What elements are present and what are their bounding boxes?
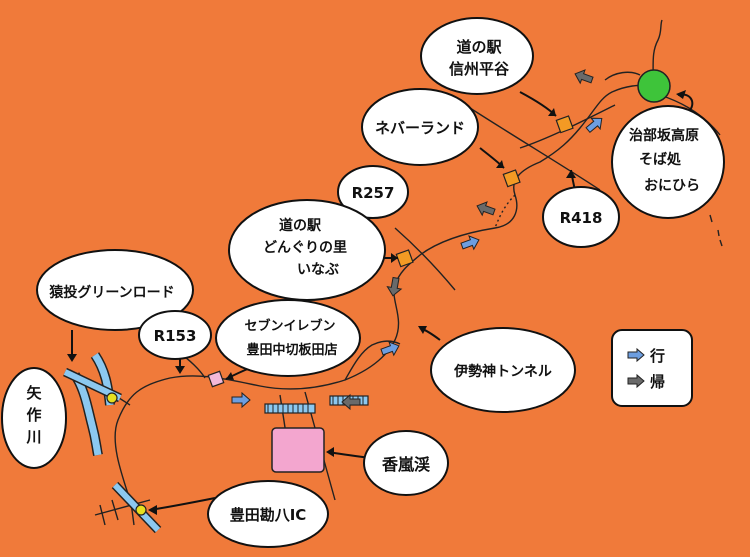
bubble-sanage-green-road: 猿投グリーンロード <box>36 249 194 331</box>
bubble-yahagi-river: 矢 作 川 <box>1 367 67 469</box>
destination-marker <box>637 69 671 103</box>
label-inabu-line2: どんぐりの里 <box>263 240 347 256</box>
label-iseigami-tunnel: 伊勢神トンネル <box>453 363 552 380</box>
return-arrow <box>476 201 496 217</box>
go-arrow <box>585 117 603 134</box>
bubble-shinshu-hiraya: 道の駅 信州平谷 <box>420 17 534 95</box>
bubble-destination: 治部坂高原 そば処 おにひら <box>611 105 725 219</box>
label-inabu-line1: 道の駅 <box>279 217 322 234</box>
label-r418: R418 <box>560 209 603 227</box>
korankei-area <box>271 427 325 473</box>
bubble-r153: R153 <box>138 310 212 360</box>
label-hiraya-line2: 信州平谷 <box>449 60 510 78</box>
label-yahagi-line2: 作 <box>26 406 41 424</box>
label-destination-line1: 治部坂高原 <box>629 127 699 144</box>
return-arrow <box>341 393 361 411</box>
legend-go-arrow <box>627 347 645 363</box>
yahagi-river <box>70 352 115 456</box>
rest-stop-hiraya-marker <box>555 115 574 134</box>
bubble-toyota-kanpachi-ic: 豊田勘八IC <box>207 480 329 548</box>
rest-stop-inabu-marker <box>395 249 414 268</box>
sanage-bridge <box>63 367 122 404</box>
label-seven-eleven-line2: 豊田中切板田店 <box>246 342 337 358</box>
label-destination-line2: そば処 <box>639 151 682 168</box>
label-neverland: ネバーランド <box>375 119 465 137</box>
bubble-neverland: ネバーランド <box>361 88 479 166</box>
legend-return-label: 帰 <box>650 373 665 391</box>
direction-arrows <box>231 69 603 411</box>
label-korankei: 香嵐渓 <box>381 455 431 474</box>
label-inabu-line3: いなぶ <box>297 262 339 278</box>
label-sanage-green-road: 猿投グリーンロード <box>48 284 174 301</box>
label-r257: R257 <box>352 184 395 202</box>
go-arrow <box>460 235 480 251</box>
rest-stop-neverland-marker <box>502 169 521 188</box>
bubble-r257: R257 <box>337 165 409 219</box>
bubble-inabu: 道の駅 どんぐりの里 いなぶ <box>228 199 386 301</box>
label-yahagi-line1: 矢 <box>26 384 42 402</box>
legend-return-arrow <box>627 373 645 389</box>
bubble-iseigami-tunnel: 伊勢神トンネル <box>430 327 576 413</box>
go-arrow <box>231 391 251 409</box>
callout-pointer-heads <box>67 90 686 515</box>
ic-marker <box>135 504 147 516</box>
label-destination-line3: おにひら <box>644 178 700 194</box>
bubble-r418: R418 <box>542 186 620 248</box>
label-r153: R153 <box>154 327 197 345</box>
return-arrow <box>386 276 403 297</box>
label-yahagi-line3: 川 <box>25 428 41 446</box>
ic-overpass <box>111 481 162 534</box>
return-arrow <box>574 69 594 85</box>
bubble-korankei: 香嵐渓 <box>363 430 449 496</box>
legend-go-label: 行 <box>649 347 665 365</box>
seven-eleven-marker <box>207 370 225 388</box>
label-toyota-kanpachi-ic: 豊田勘八IC <box>230 506 307 524</box>
label-hiraya-line1: 道の駅 <box>456 38 502 56</box>
label-seven-eleven-line1: セブンイレブン <box>244 318 335 334</box>
legend: 行 帰 <box>611 329 693 407</box>
bubble-seven-eleven: セブンイレブン 豊田中切板田店 <box>215 299 361 377</box>
go-arrow <box>380 341 400 357</box>
